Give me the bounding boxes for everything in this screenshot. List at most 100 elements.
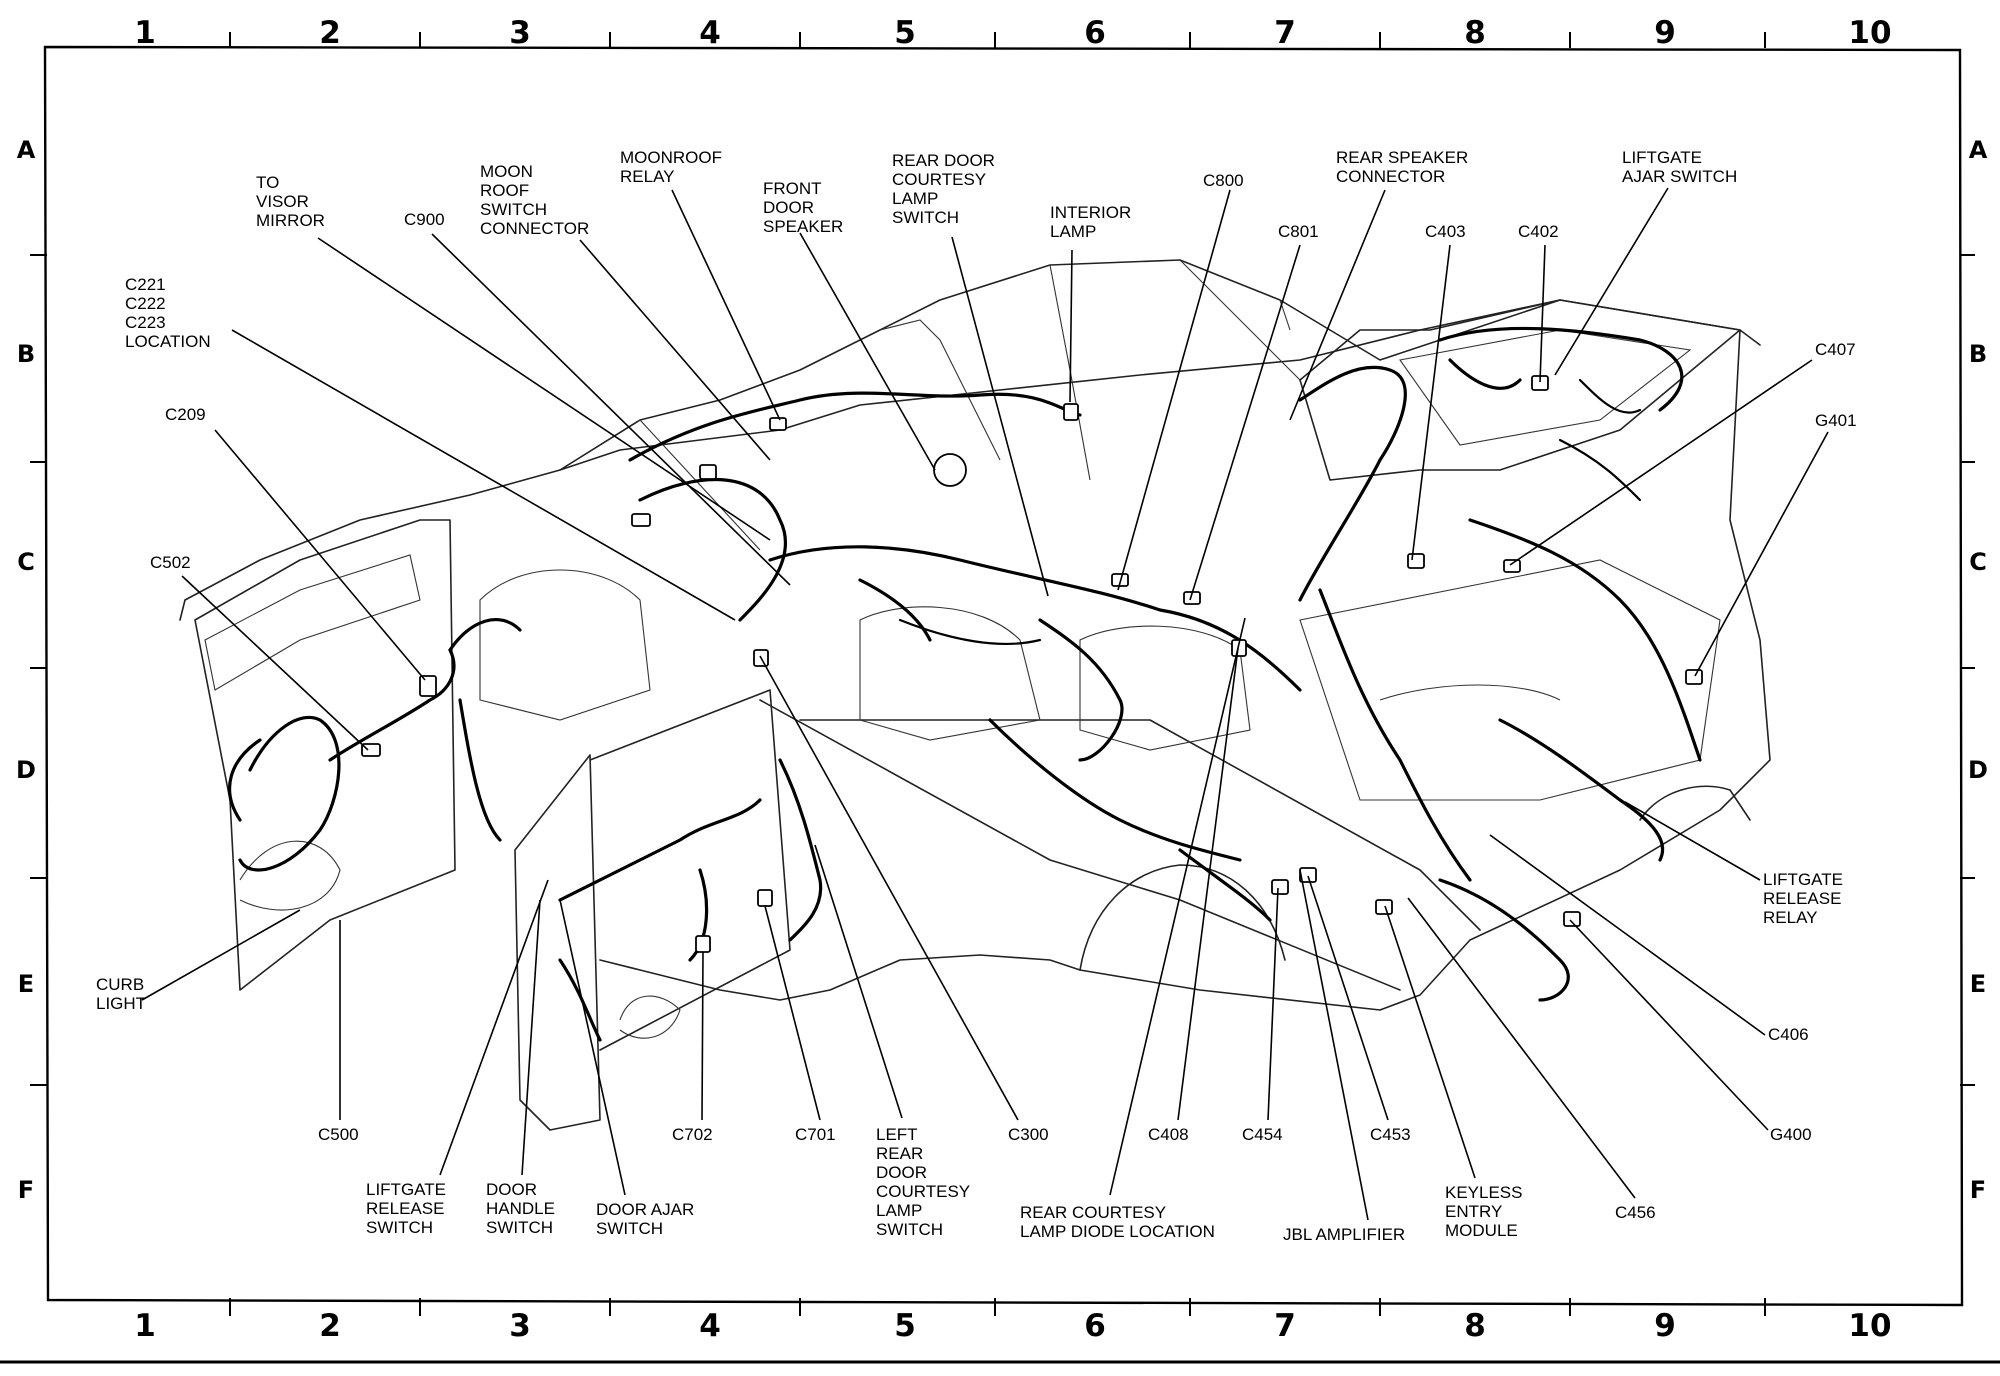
grid-column-label-top: 4 (699, 15, 721, 51)
callout-line: MIRROR (256, 211, 325, 230)
leader-line-c502 (181, 575, 369, 751)
callout-line: C408 (1148, 1125, 1189, 1144)
callout-line: C453 (1370, 1125, 1411, 1144)
connector-c701 (757, 889, 773, 907)
grid-row-label-left: D (16, 756, 36, 784)
callout-line: DOOR (763, 198, 814, 217)
leader-line-c408 (1177, 647, 1239, 1121)
liftgate-outline (1299, 299, 1741, 481)
callout-c454: C454 (1242, 1125, 1283, 1144)
callout-line: C403 (1425, 222, 1466, 241)
callout-line: C701 (795, 1125, 836, 1144)
grid-row-label-left: E (18, 970, 34, 998)
grid-row-label-right: D (1968, 756, 1988, 784)
leader-line-keyless-entry-module (1384, 905, 1476, 1179)
connector-c403 (1407, 553, 1425, 569)
grid-row-label-right: F (1970, 1176, 1986, 1204)
grid-column-label-top: 3 (509, 15, 531, 51)
grid-row-label-left: C (17, 548, 35, 576)
callout-line: SWITCH (480, 200, 547, 219)
leader-line-to-visor-mirror (317, 237, 771, 541)
callout-line: C221 (125, 275, 166, 294)
leader-line-c453 (1307, 875, 1389, 1121)
leader-line-c702 (701, 951, 704, 1121)
grid-ticks (30, 32, 1975, 1316)
connector-c502 (361, 743, 381, 757)
callout-line: SWITCH (876, 1220, 943, 1239)
vehicle-roof-outline (559, 259, 1561, 471)
leader-line-interior-lamp (1069, 249, 1073, 403)
callout-g400: G400 (1770, 1125, 1812, 1144)
grid-column-label-top: 1 (134, 15, 156, 51)
callout-c209: C209 (165, 405, 206, 424)
callout-c456: C456 (1615, 1203, 1656, 1222)
grid-column-label-top: 8 (1464, 15, 1486, 51)
callout-line: LAMP (1050, 222, 1096, 241)
callout-line: RELAY (1763, 908, 1818, 927)
leader-line-door-handle-switch (521, 899, 541, 1176)
grid-row-label-right: A (1969, 136, 1988, 164)
callout-line: CONNECTOR (480, 219, 589, 238)
connector-moon-roof-switch (699, 464, 717, 480)
grid-column-label-top: 9 (1654, 15, 1676, 51)
callout-line: CURB (96, 975, 144, 994)
callout-line: SWITCH (892, 208, 959, 227)
callout-line: G401 (1815, 411, 1857, 430)
callout-line: REAR SPEAKER (1336, 148, 1468, 167)
callout-line: FRONT (763, 179, 822, 198)
callout-c702: C702 (672, 1125, 713, 1144)
callout-line: DOOR AJAR (596, 1200, 694, 1219)
grid-column-label-bottom: 7 (1274, 1308, 1296, 1344)
callout-line: MOON (480, 162, 533, 181)
callout-line: MODULE (1445, 1221, 1518, 1240)
callout-line: AJAR SWITCH (1622, 167, 1737, 186)
callout-line: REAR COURTESY (1020, 1203, 1166, 1222)
leader-line-c454 (1267, 887, 1279, 1121)
leader-line-c801 (1189, 244, 1301, 601)
grid-row-label-right: B (1969, 340, 1987, 368)
front-door-speaker-shape (933, 453, 967, 487)
callout-line: SPEAKER (763, 217, 843, 236)
callout-line: SWITCH (486, 1218, 553, 1237)
callout-line: C454 (1242, 1125, 1283, 1144)
grid-column-label-bottom: 1 (134, 1308, 156, 1344)
callout-line: C407 (1815, 340, 1856, 359)
callout-c801: C801 (1278, 222, 1319, 241)
callout-line: C801 (1278, 222, 1319, 241)
leader-line-liftgate-release-relay (1624, 801, 1761, 881)
callout-line: COURTESY (892, 170, 986, 189)
leader-line-c403 (1411, 244, 1451, 561)
connector-c408 (1231, 639, 1247, 657)
callout-line: C209 (165, 405, 206, 424)
callout-line: SWITCH (366, 1218, 433, 1237)
callout-line: C502 (150, 553, 191, 572)
leader-line-liftgate-ajar-switch (1554, 187, 1669, 376)
callout-line: C900 (404, 210, 445, 229)
connector-c209 (419, 675, 437, 697)
callout-line: C406 (1768, 1025, 1809, 1044)
leader-line-c402 (1539, 244, 1546, 383)
connector-c453 (1299, 867, 1317, 883)
callout-line: INTERIOR (1050, 203, 1131, 222)
connector-c900 (631, 513, 651, 527)
callout-c406: C406 (1768, 1025, 1809, 1044)
leader-line-moon-roof-switch-connector (579, 239, 771, 461)
leader-line-c221-c222-c223-location (231, 329, 736, 621)
leader-line-c456 (1407, 897, 1636, 1199)
callout-c502: C502 (150, 553, 191, 572)
callout-line: ENTRY (1445, 1202, 1502, 1221)
callout-c800: C800 (1203, 171, 1244, 190)
